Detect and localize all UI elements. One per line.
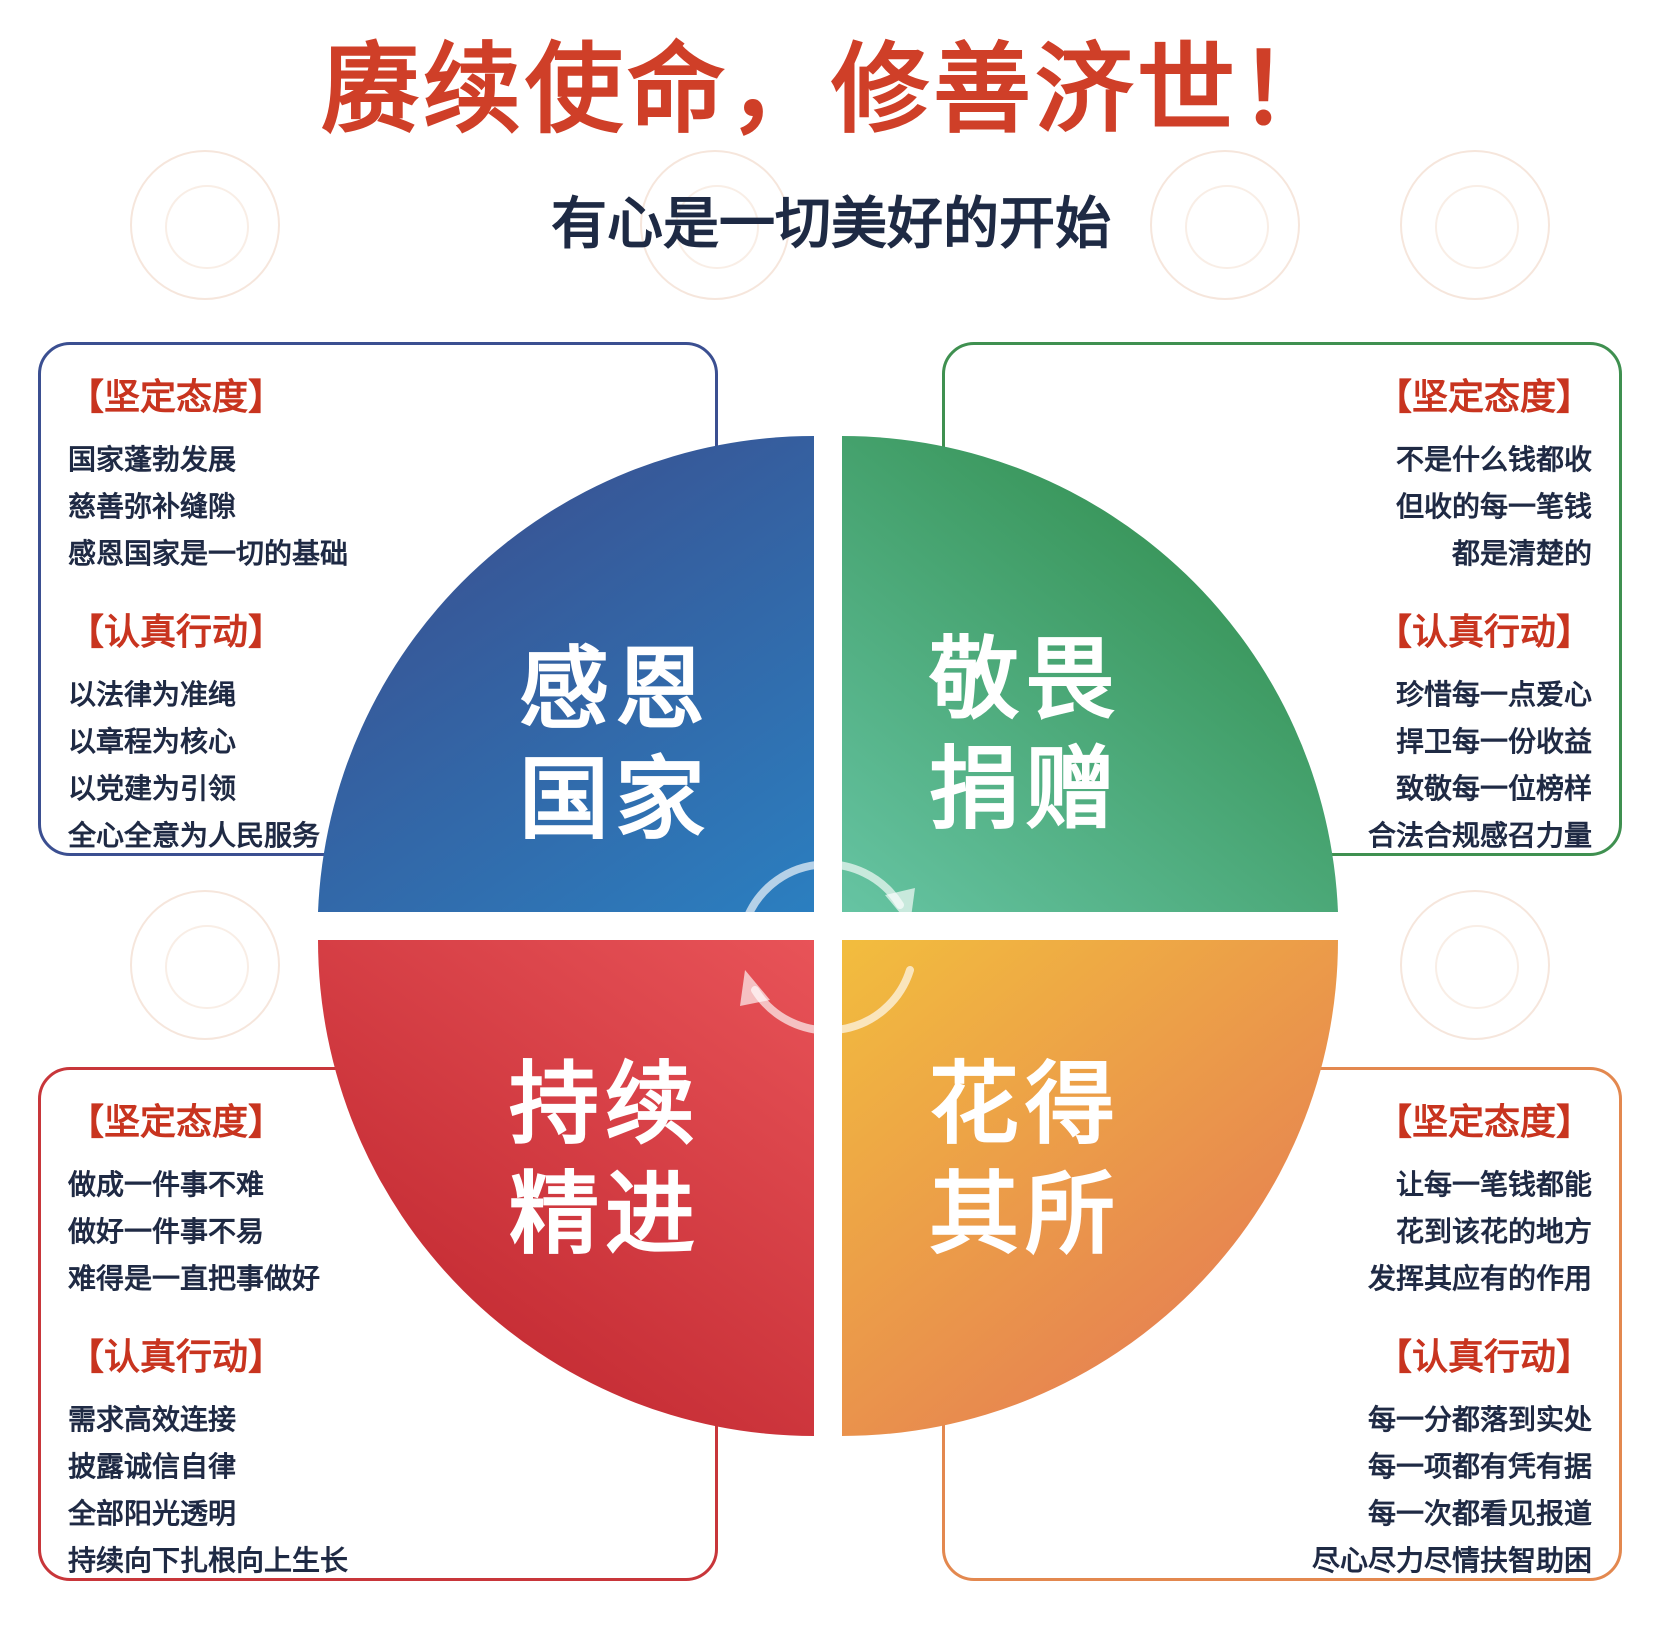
list-item: 持续向下扎根向上生长 (68, 1544, 349, 1577)
list-item: 国家蓬勃发展 (68, 443, 237, 476)
list-item: 每一项都有凭有据 (1367, 1450, 1592, 1483)
cycle-arrow-top (741, 860, 904, 928)
list-item: 尽心尽力尽情扶智助困 (1311, 1544, 1592, 1577)
page-title: 赓续使命，修善济世！ (320, 33, 1341, 147)
list-item: 合法合规感召力量 (1367, 819, 1592, 852)
watermark-seal (130, 150, 280, 300)
list-item: 捍卫每一份收益 (1395, 725, 1592, 758)
list-item: 不是什么钱都收 (1395, 443, 1592, 476)
card-tr-text: 【坚定态度】 不是什么钱都收 但收的每一笔钱 都是清楚的 【认真行动】 珍惜每一… (1172, 374, 1592, 859)
quadrant-bl-shape (318, 940, 814, 1436)
quadrant-tr-label: 敬畏 捐赠 (929, 627, 1121, 842)
card-tl-text: 【坚定态度】 国家蓬勃发展 慈善弥补缝隙 感恩国家是一切的基础 【认真行动】 以… (68, 374, 488, 859)
list-item: 以法律为准绳 (68, 678, 237, 711)
list-item: 全心全意为人民服务 (68, 819, 321, 852)
list-item: 需求高效连接 (68, 1403, 237, 1436)
page-subtitle: 有心是一切美好的开始 (551, 192, 1111, 257)
card-br-text: 【坚定态度】 让每一笔钱都能 花到该花的地方 发挥其应有的作用 【认真行动】 每… (1172, 1099, 1592, 1584)
quadrant-tl-shape (318, 435, 814, 912)
quadrant-bl-label: 持续 精进 (509, 1052, 701, 1267)
list-item: 以党建为引领 (68, 772, 237, 805)
quadrant-tl-label: 感恩 国家 (519, 637, 711, 852)
list-item: 每一分都落到实处 (1367, 1403, 1592, 1436)
action-heading: 【认真行动】 (1375, 1337, 1592, 1378)
quadrant-br-shape (842, 940, 1338, 1436)
list-item: 都是清楚的 (1451, 537, 1592, 570)
watermark-seal (640, 150, 790, 300)
list-item: 致敬每一位榜样 (1395, 772, 1592, 805)
cycle-arrow-bottom (751, 966, 914, 1035)
list-item: 花到该花的地方 (1395, 1215, 1592, 1248)
list-item: 慈善弥补缝隙 (68, 490, 237, 523)
quadrant-tr-shape (842, 435, 1338, 912)
quadrant-br-label: 花得 其所 (929, 1052, 1121, 1267)
list-item: 做好一件事不易 (68, 1215, 265, 1248)
list-item: 但收的每一笔钱 (1395, 490, 1592, 523)
action-heading: 【认真行动】 (1375, 612, 1592, 653)
list-item: 难得是一直把事做好 (68, 1262, 321, 1295)
list-item: 做成一件事不难 (68, 1168, 265, 1201)
watermark-seal (130, 890, 280, 1040)
list-item: 感恩国家是一切的基础 (68, 537, 349, 570)
list-item: 披露诚信自律 (68, 1450, 237, 1483)
list-item: 珍惜每一点爱心 (1395, 678, 1592, 711)
watermark-seal (1400, 890, 1550, 1040)
list-item: 以章程为核心 (68, 725, 237, 758)
list-item: 让每一笔钱都能 (1395, 1168, 1592, 1201)
attitude-heading: 【坚定态度】 (1375, 377, 1592, 418)
list-item: 发挥其应有的作用 (1367, 1262, 1592, 1295)
list-item: 每一次都看见报道 (1367, 1497, 1592, 1530)
list-item: 全部阳光透明 (68, 1497, 237, 1530)
watermark-seal (1400, 150, 1550, 300)
attitude-heading: 【坚定态度】 (1375, 1102, 1592, 1143)
attitude-heading: 【坚定态度】 (68, 1102, 285, 1143)
action-heading: 【认真行动】 (68, 1337, 285, 1378)
action-heading: 【认真行动】 (68, 612, 285, 653)
attitude-heading: 【坚定态度】 (68, 377, 285, 418)
watermark-seal (1150, 150, 1300, 300)
card-bl-text: 【坚定态度】 做成一件事不难 做好一件事不易 难得是一直把事做好 【认真行动】 … (68, 1099, 488, 1584)
